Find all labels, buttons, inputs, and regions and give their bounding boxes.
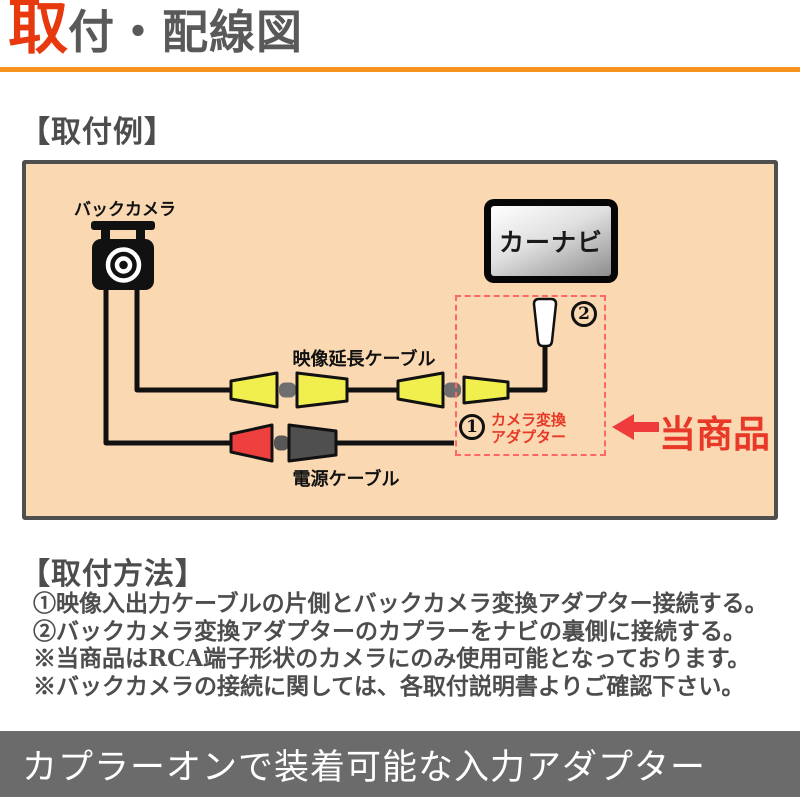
callout-badge-2: 2 (571, 301, 597, 327)
instruction-note-2: ※バックカメラの接続に関しては、各取付説明書よりご確認下さい。 (33, 672, 745, 700)
page-title: 取 付・配線図 (8, 0, 303, 62)
page-title-rest: 付・配線図 (68, 5, 303, 59)
video-cable-label: 映像延長ケーブル (292, 349, 436, 370)
car-navi-label: カーナビ (498, 228, 603, 257)
adapter-callout-line2: アダプター (491, 428, 567, 446)
bottom-banner-text: カプラーオンで装着可能な入力アダプター (22, 747, 707, 788)
product-callout-label: 当商品 (659, 412, 770, 456)
callout-badge-2-number: 2 (578, 304, 590, 324)
back-camera-icon (91, 221, 155, 290)
coupler-plug-icon (532, 297, 558, 348)
car-navi-device: カーナビ (484, 199, 618, 283)
instruction-list: ①映像入出力ケーブルの片側とバックカメラ変換アダプター接続する。 ②バックカメラ… (33, 590, 793, 700)
instruction-step-1: ①映像入出力ケーブルの片側とバックカメラ変換アダプター接続する。 (33, 590, 768, 617)
power-connectors (229, 423, 338, 463)
header-divider (0, 67, 800, 72)
method-section-heading: 【取付方法】 (20, 557, 206, 592)
adapter-callout-line1: カメラ変換 (491, 411, 567, 429)
back-camera-label: バックカメラ (74, 200, 176, 220)
rca-video-connectors (229, 371, 510, 409)
power-cable-label: 電源ケーブル (292, 469, 400, 490)
callout-badge-1: 1 (459, 414, 485, 440)
wiring-diagram-box (22, 160, 778, 520)
cable-lines (103, 288, 548, 446)
car-navi-screen: カーナビ (491, 206, 611, 276)
page-title-accent-char: 取 (8, 0, 68, 63)
example-section-heading: 【取付例】 (20, 115, 175, 150)
product-arrow-icon (612, 414, 659, 440)
instruction-step-2: ②バックカメラ変換アダプターのカプラーをナビの裏側に接続する。 (33, 617, 746, 645)
callout-badge-1-number: 1 (466, 417, 478, 437)
adapter-dashed-outline (455, 295, 606, 456)
bottom-banner: カプラーオンで装着可能な入力アダプター (0, 731, 800, 797)
adapter-callout-label: カメラ変換 アダプター (491, 412, 566, 446)
instruction-note-1: ※当商品はRCA端子形状のカメラにのみ使用可能となっております。 (33, 645, 751, 672)
